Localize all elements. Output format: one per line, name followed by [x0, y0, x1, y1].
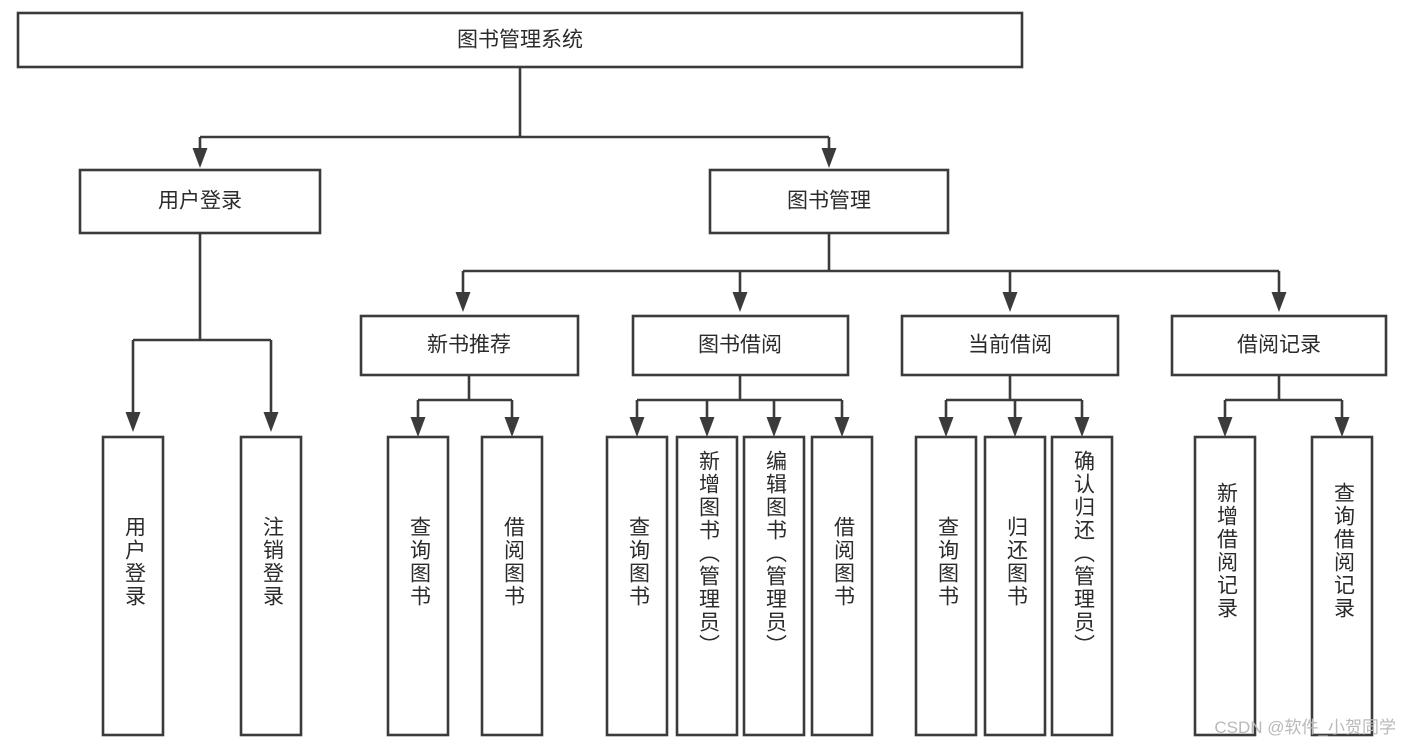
node-leaf11-label: 确认归还（管理员）: [1071, 450, 1095, 657]
node-leaf5-label: 查询图书: [626, 516, 650, 608]
node-leaf5[interactable]: 查询图书: [605, 435, 669, 737]
connector-group-borrow: [629, 375, 850, 437]
node-leaf9-box[interactable]: [914, 435, 978, 737]
node-leaf7-box[interactable]: [742, 435, 806, 737]
node-leaf7-label: 编辑图书（管理员）: [763, 450, 787, 657]
arrow-to-current-icon: [1002, 292, 1018, 312]
arrow-to-leaf13-icon: [1334, 417, 1350, 437]
node-leaf2-label: 注销登录: [260, 516, 284, 608]
node-leaf2[interactable]: 注销登录: [239, 435, 303, 737]
arrow-to-leaf8-icon: [834, 417, 850, 437]
node-newbook-box[interactable]: [359, 314, 580, 377]
connector-group-newbook: [410, 375, 520, 437]
node-leaf11-box[interactable]: [1050, 435, 1114, 737]
node-leaf1[interactable]: 用户登录: [101, 435, 165, 737]
connector-group-bookmgmt: [455, 233, 1287, 312]
arrow-to-leaf5-icon: [629, 417, 645, 437]
node-leaf12[interactable]: 新增借阅记录: [1193, 435, 1257, 737]
node-leaf3[interactable]: 查询图书: [386, 435, 450, 737]
node-borrow-box[interactable]: [631, 314, 850, 377]
node-leaf9[interactable]: 查询图书: [914, 435, 978, 737]
node-records-box[interactable]: [1170, 314, 1388, 377]
node-root-label: 图书管理系统: [457, 29, 583, 52]
arrow-to-leaf6-icon: [699, 417, 715, 437]
node-current[interactable]: 当前借阅: [900, 314, 1120, 377]
node-leaf1-label: 用户登录: [122, 516, 146, 608]
arrow-to-borrow-icon: [732, 292, 748, 312]
arrow-to-leaf10-icon: [1007, 417, 1023, 437]
node-leaf5-box[interactable]: [605, 435, 669, 737]
node-newbook[interactable]: 新书推荐: [359, 314, 580, 377]
node-leaf13[interactable]: 查询借阅记录: [1310, 435, 1374, 737]
node-records-label: 借阅记录: [1237, 334, 1321, 357]
node-leaf13-label: 查询借阅记录: [1331, 482, 1355, 620]
arrow-to-leaf11-icon: [1074, 417, 1090, 437]
arrow-to-newbook-icon: [455, 292, 471, 312]
arrow-to-leaf4-icon: [504, 417, 520, 437]
node-leaf13-box[interactable]: [1310, 435, 1374, 737]
node-leaf4-label: 借阅图书: [501, 516, 525, 608]
arrow-to-leaf7-icon: [766, 417, 782, 437]
node-bookmgmt[interactable]: 图书管理: [708, 168, 950, 235]
connector-group-current: [938, 375, 1090, 437]
arrow-to-leaf1-icon: [125, 412, 141, 432]
node-leaf10[interactable]: 归还图书: [983, 435, 1047, 737]
node-root[interactable]: 图书管理系统: [16, 11, 1024, 69]
node-leaf2-box[interactable]: [239, 435, 303, 737]
arrow-to-leaf12-icon: [1217, 417, 1233, 437]
node-leaf8[interactable]: 借阅图书: [810, 435, 874, 737]
node-leaf3-label: 查询图书: [407, 516, 431, 608]
arrow-to-leaf2-icon: [263, 412, 279, 432]
arrow-to-bookmgmt-icon: [821, 148, 837, 168]
arrow-to-login-icon: [192, 148, 208, 168]
node-records[interactable]: 借阅记录: [1170, 314, 1388, 377]
node-bookmgmt-label: 图书管理: [787, 190, 871, 213]
node-current-box[interactable]: [900, 314, 1120, 377]
node-login-box[interactable]: [78, 168, 322, 235]
node-leaf1-box[interactable]: [101, 435, 165, 737]
arrow-to-records-icon: [1271, 292, 1287, 312]
connector-group-root: [192, 67, 837, 168]
node-leaf11[interactable]: 确认归还（管理员）: [1050, 435, 1114, 737]
node-login[interactable]: 用户登录: [78, 168, 322, 235]
node-leaf7[interactable]: 编辑图书（管理员）: [742, 435, 806, 737]
node-bookmgmt-box[interactable]: [708, 168, 950, 235]
connector-group-records: [1217, 375, 1350, 437]
node-leaf6[interactable]: 新增图书（管理员）: [675, 435, 739, 737]
node-leaf10-label: 归还图书: [1004, 516, 1028, 608]
node-newbook-label: 新书推荐: [427, 334, 511, 357]
csdn-watermark: CSDN @软件_小贺同学: [1214, 718, 1396, 737]
node-leaf12-box[interactable]: [1193, 435, 1257, 737]
node-leaf6-box[interactable]: [675, 435, 739, 737]
node-leaf8-box[interactable]: [810, 435, 874, 737]
node-current-label: 当前借阅: [968, 334, 1052, 357]
node-leaf3-box[interactable]: [386, 435, 450, 737]
node-leaf12-label: 新增借阅记录: [1214, 482, 1238, 620]
node-borrow[interactable]: 图书借阅: [631, 314, 850, 377]
node-leaf8-label: 借阅图书: [831, 516, 855, 608]
arrow-to-leaf3-icon: [410, 417, 426, 437]
connector-group-login: [125, 233, 279, 432]
node-leaf4-box[interactable]: [480, 435, 544, 737]
arrow-to-leaf9-icon: [938, 417, 954, 437]
node-leaf10-box[interactable]: [983, 435, 1047, 737]
node-root-box[interactable]: [16, 11, 1024, 69]
node-leaf9-label: 查询图书: [935, 516, 959, 608]
node-login-label: 用户登录: [158, 190, 242, 213]
node-leaf4[interactable]: 借阅图书: [480, 435, 544, 737]
node-borrow-label: 图书借阅: [698, 334, 782, 357]
node-leaf6-label: 新增图书（管理员）: [696, 450, 720, 657]
